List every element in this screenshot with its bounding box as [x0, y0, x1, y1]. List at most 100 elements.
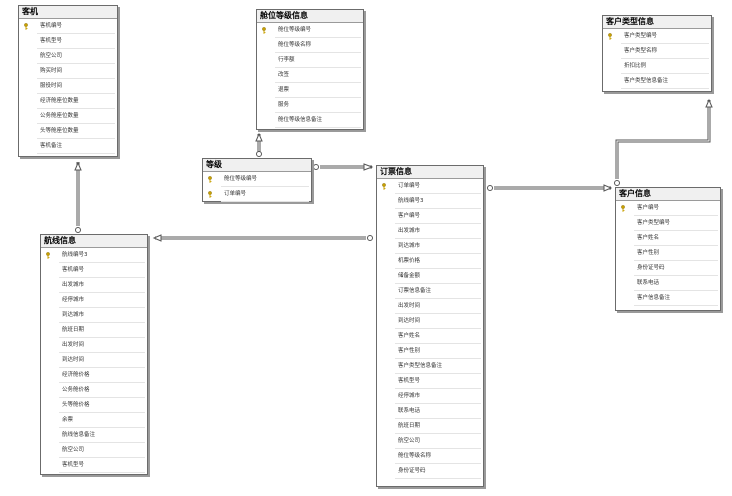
column-row[interactable]: 客机编号: [41, 263, 147, 278]
column-row[interactable]: 舱位等级编号: [203, 172, 311, 187]
column-row[interactable]: 客户类型信息备注: [377, 359, 483, 374]
column-name: 到达城市: [395, 239, 481, 254]
column-name: 客机型号: [59, 458, 145, 473]
column-row[interactable]: 航班日期: [377, 419, 483, 434]
column-row[interactable]: 航空公司: [377, 434, 483, 449]
column-row[interactable]: 公务舱价格: [41, 383, 147, 398]
column-row[interactable]: 身份证号码: [377, 464, 483, 479]
column-row[interactable]: 公务舱座位数量: [19, 109, 117, 124]
column-row[interactable]: 客机编号: [19, 19, 117, 34]
column-row[interactable]: 出发城市: [41, 278, 147, 293]
column-row[interactable]: 舱位等级名称: [257, 38, 363, 53]
column-row[interactable]: 经济舱价格: [41, 368, 147, 383]
column-row[interactable]: 身份证号码: [616, 261, 720, 276]
column-row[interactable]: 余票: [41, 413, 147, 428]
column-name: 头等舱座位数量: [37, 124, 115, 139]
column-name: 储备金额: [395, 269, 481, 284]
column-name: 客户编号: [395, 209, 481, 224]
column-row[interactable]: 退票: [257, 83, 363, 98]
column-name: 身份证号码: [395, 464, 481, 479]
column-name: 航班日期: [395, 419, 481, 434]
column-row[interactable]: 行李额: [257, 53, 363, 68]
column-name: 客机编号: [59, 263, 145, 278]
column-row[interactable]: 联系电话: [377, 404, 483, 419]
column-row[interactable]: 到达时间: [41, 353, 147, 368]
table-dengji[interactable]: 等级 舱位等级编号订单编号: [202, 158, 312, 202]
column-row[interactable]: 联系电话: [616, 276, 720, 291]
column-row[interactable]: 头等舱价格: [41, 398, 147, 413]
table-title: 等级: [203, 159, 311, 172]
column-row[interactable]: 舱位等级编号: [257, 23, 363, 38]
column-name: 舱位等级名称: [395, 449, 481, 464]
column-row[interactable]: 航线编号3: [377, 194, 483, 209]
column-row[interactable]: 购买时间: [19, 64, 117, 79]
column-row[interactable]: 客机型号: [19, 34, 117, 49]
table-kehuleixing[interactable]: 客户类型信息 客户类型编号客户类型名称折扣比例客户类型信息备注: [602, 15, 712, 92]
column-name: 客户类型编号: [634, 216, 718, 231]
column-row[interactable]: 订单编号: [203, 187, 311, 202]
table-kehu[interactable]: 客户信息 客户编号客户类型编号客户姓名客户性别身份证号码联系电话客户信息备注: [615, 187, 721, 311]
column-row[interactable]: 折扣比例: [603, 59, 711, 74]
table-cangwei[interactable]: 舱位等级信息 舱位等级编号舱位等级名称行李额改签退票服务舱位等级信息备注: [256, 9, 364, 130]
column-row[interactable]: 客户性别: [377, 344, 483, 359]
relation-kehu-kehuleixing: [614, 98, 713, 186]
column-row[interactable]: 客户类型名称: [603, 44, 711, 59]
column-row[interactable]: 到达城市: [41, 308, 147, 323]
column-row[interactable]: 客户编号: [616, 201, 720, 216]
column-row[interactable]: 航空公司: [19, 49, 117, 64]
column-row[interactable]: 客机型号: [41, 458, 147, 473]
column-row[interactable]: 客户姓名: [616, 231, 720, 246]
column-row[interactable]: 客户类型信息备注: [603, 74, 711, 89]
column-row[interactable]: 服役时间: [19, 79, 117, 94]
column-row[interactable]: 客户信息备注: [616, 291, 720, 306]
column-row[interactable]: 到达城市: [377, 239, 483, 254]
column-row[interactable]: 出发时间: [41, 338, 147, 353]
column-row[interactable]: 舱位等级名称: [377, 449, 483, 464]
column-row[interactable]: 航线编号3: [41, 248, 147, 263]
column-row[interactable]: 订票信息备注: [377, 284, 483, 299]
column-row[interactable]: 机票价格: [377, 254, 483, 269]
column-name: 经济舱座位数量: [37, 94, 115, 109]
column-row[interactable]: 客户性别: [616, 246, 720, 261]
column-row[interactable]: 客机备注: [19, 139, 117, 154]
column-list: 客户类型编号客户类型名称折扣比例客户类型信息备注: [603, 29, 711, 89]
column-row[interactable]: 改签: [257, 68, 363, 83]
column-name: 服务: [275, 98, 361, 113]
column-row[interactable]: 出发时间: [377, 299, 483, 314]
column-row[interactable]: 客户姓名: [377, 329, 483, 344]
column-name: 订单编号: [221, 187, 309, 202]
column-row[interactable]: 经停城市: [377, 389, 483, 404]
column-row[interactable]: 储备金额: [377, 269, 483, 284]
table-title: 航线信息: [41, 235, 147, 248]
column-row[interactable]: 航空公司: [41, 443, 147, 458]
table-title: 客户信息: [616, 188, 720, 201]
column-row[interactable]: 服务: [257, 98, 363, 113]
column-row[interactable]: 客户类型编号: [603, 29, 711, 44]
column-name: 航空公司: [59, 443, 145, 458]
column-row[interactable]: 航班日期: [41, 323, 147, 338]
column-name: 客机型号: [395, 374, 481, 389]
column-row[interactable]: 到达时间: [377, 314, 483, 329]
column-row[interactable]: 客户类型编号: [616, 216, 720, 231]
column-name: 客户类型名称: [621, 44, 709, 59]
column-row[interactable]: 头等舱座位数量: [19, 124, 117, 139]
table-kehji[interactable]: 客机 客机编号客机型号航空公司购买时间服役时间经济舱座位数量公务舱座位数量头等舱…: [18, 5, 118, 157]
column-row[interactable]: 客机型号: [377, 374, 483, 389]
column-name: 客户类型编号: [621, 29, 709, 44]
column-row[interactable]: 客户编号: [377, 209, 483, 224]
column-row[interactable]: 舱位等级信息备注: [257, 113, 363, 128]
column-name: 客户类型信息备注: [395, 359, 481, 374]
primary-key-icon: [621, 205, 625, 212]
table-title: 客机: [19, 6, 117, 19]
column-list: 客户编号客户类型编号客户姓名客户性别身份证号码联系电话客户信息备注: [616, 201, 720, 306]
column-row[interactable]: 出发城市: [377, 224, 483, 239]
column-row[interactable]: 经济舱座位数量: [19, 94, 117, 109]
column-name: 出发城市: [59, 278, 145, 293]
column-row[interactable]: 航线信息备注: [41, 428, 147, 443]
column-row[interactable]: 订单编号: [377, 179, 483, 194]
table-title: 客户类型信息: [603, 16, 711, 29]
column-row[interactable]: 经停城市: [41, 293, 147, 308]
